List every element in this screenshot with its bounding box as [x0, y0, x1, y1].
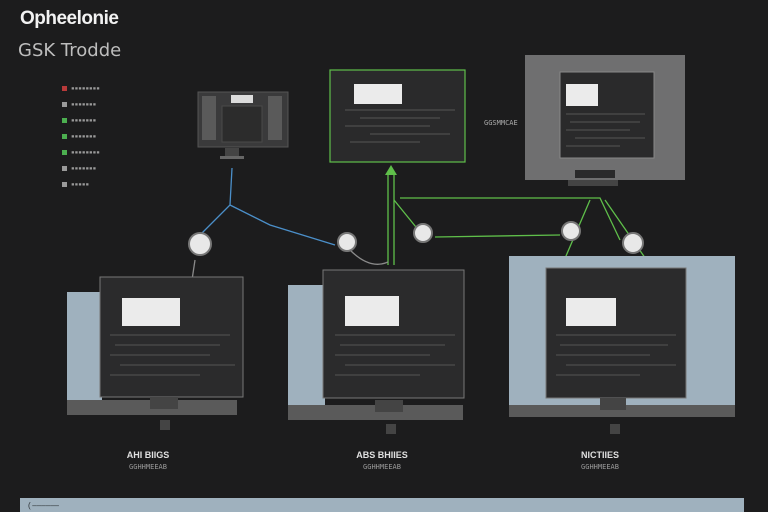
- device-monitor-center: [329, 69, 466, 163]
- legend-swatch: [62, 181, 67, 187]
- legend-item: ▪▪▪▪▪▪▪: [62, 96, 100, 112]
- legend-item: ▪▪▪▪▪▪▪▪: [62, 144, 100, 160]
- green-link: [434, 234, 561, 238]
- arrow-icon: [385, 165, 397, 175]
- legend-item: ▪▪▪▪▪: [62, 176, 100, 192]
- caption-title: AHI BIIGS: [126, 450, 170, 460]
- legend-label: ▪▪▪▪▪▪▪: [71, 100, 97, 108]
- legend-label: ▪▪▪▪▪▪▪: [71, 116, 97, 124]
- footer-bar: ( ‒‒‒‒‒‒: [20, 498, 744, 512]
- legend: ▪▪▪▪▪▪▪▪ ▪▪▪▪▪▪▪ ▪▪▪▪▪▪▪ ▪▪▪▪▪▪▪ ▪▪▪▪▪▪▪…: [62, 80, 100, 192]
- legend-label: ▪▪▪▪▪▪▪: [71, 164, 97, 172]
- legend-label: ▪▪▪▪▪▪▪: [71, 132, 97, 140]
- legend-swatch: [62, 85, 67, 91]
- green-link: [400, 197, 621, 241]
- caption-sub: GGHHMEEAB: [129, 463, 167, 471]
- junction-node: [413, 223, 433, 243]
- junction-node: [188, 232, 212, 256]
- legend-swatch: [62, 165, 67, 171]
- caption-title: ABS BHIIES: [356, 450, 408, 460]
- legend-label: ▪▪▪▪▪▪▪▪: [71, 148, 100, 156]
- device-workstation-center: [288, 269, 465, 434]
- footer-text: ( ‒‒‒‒‒‒: [28, 501, 59, 510]
- caption-title: NICTIIES: [580, 450, 619, 460]
- page-subtitle: GSK Trodde: [18, 40, 122, 61]
- legend-item: ▪▪▪▪▪▪▪▪: [62, 80, 100, 96]
- blue-link: [199, 167, 233, 236]
- legend-swatch: [62, 117, 67, 123]
- legend-label: ▪▪▪▪▪: [71, 180, 90, 188]
- node-group: [188, 165, 644, 256]
- legend-swatch: [62, 133, 67, 139]
- legend-swatch: [62, 101, 67, 107]
- caption-center: ABS BHIIES GGHHMEEAB: [322, 450, 442, 471]
- caption-sub: GGHHMEEAB: [363, 463, 401, 471]
- device-workstation-left: [67, 276, 244, 430]
- legend-item: ▪▪▪▪▪▪▪: [62, 128, 100, 144]
- legend-label: ▪▪▪▪▪▪▪▪: [71, 84, 100, 92]
- caption-left: AHI BIIGS GGHHMEEAB: [88, 450, 208, 471]
- junction-node: [622, 232, 644, 254]
- junction-node: [561, 221, 581, 241]
- legend-item: ▪▪▪▪▪▪▪: [62, 112, 100, 128]
- page-title: Opheelonie: [20, 8, 119, 29]
- legend-swatch: [62, 149, 67, 155]
- junction-node: [337, 232, 357, 252]
- device-small: [197, 91, 289, 159]
- device-workstation-right: [509, 256, 735, 434]
- legend-item: ▪▪▪▪▪▪▪: [62, 160, 100, 176]
- node-label: GGSMMCAE: [484, 119, 518, 127]
- grey-link: [349, 249, 389, 265]
- caption-sub: GGHHMEEAB: [581, 463, 619, 471]
- device-monitor-right: [525, 55, 685, 186]
- green-link: [604, 199, 651, 266]
- caption-right: NICTIIES GGHHMEEAB: [540, 450, 660, 471]
- blue-link: [229, 204, 336, 246]
